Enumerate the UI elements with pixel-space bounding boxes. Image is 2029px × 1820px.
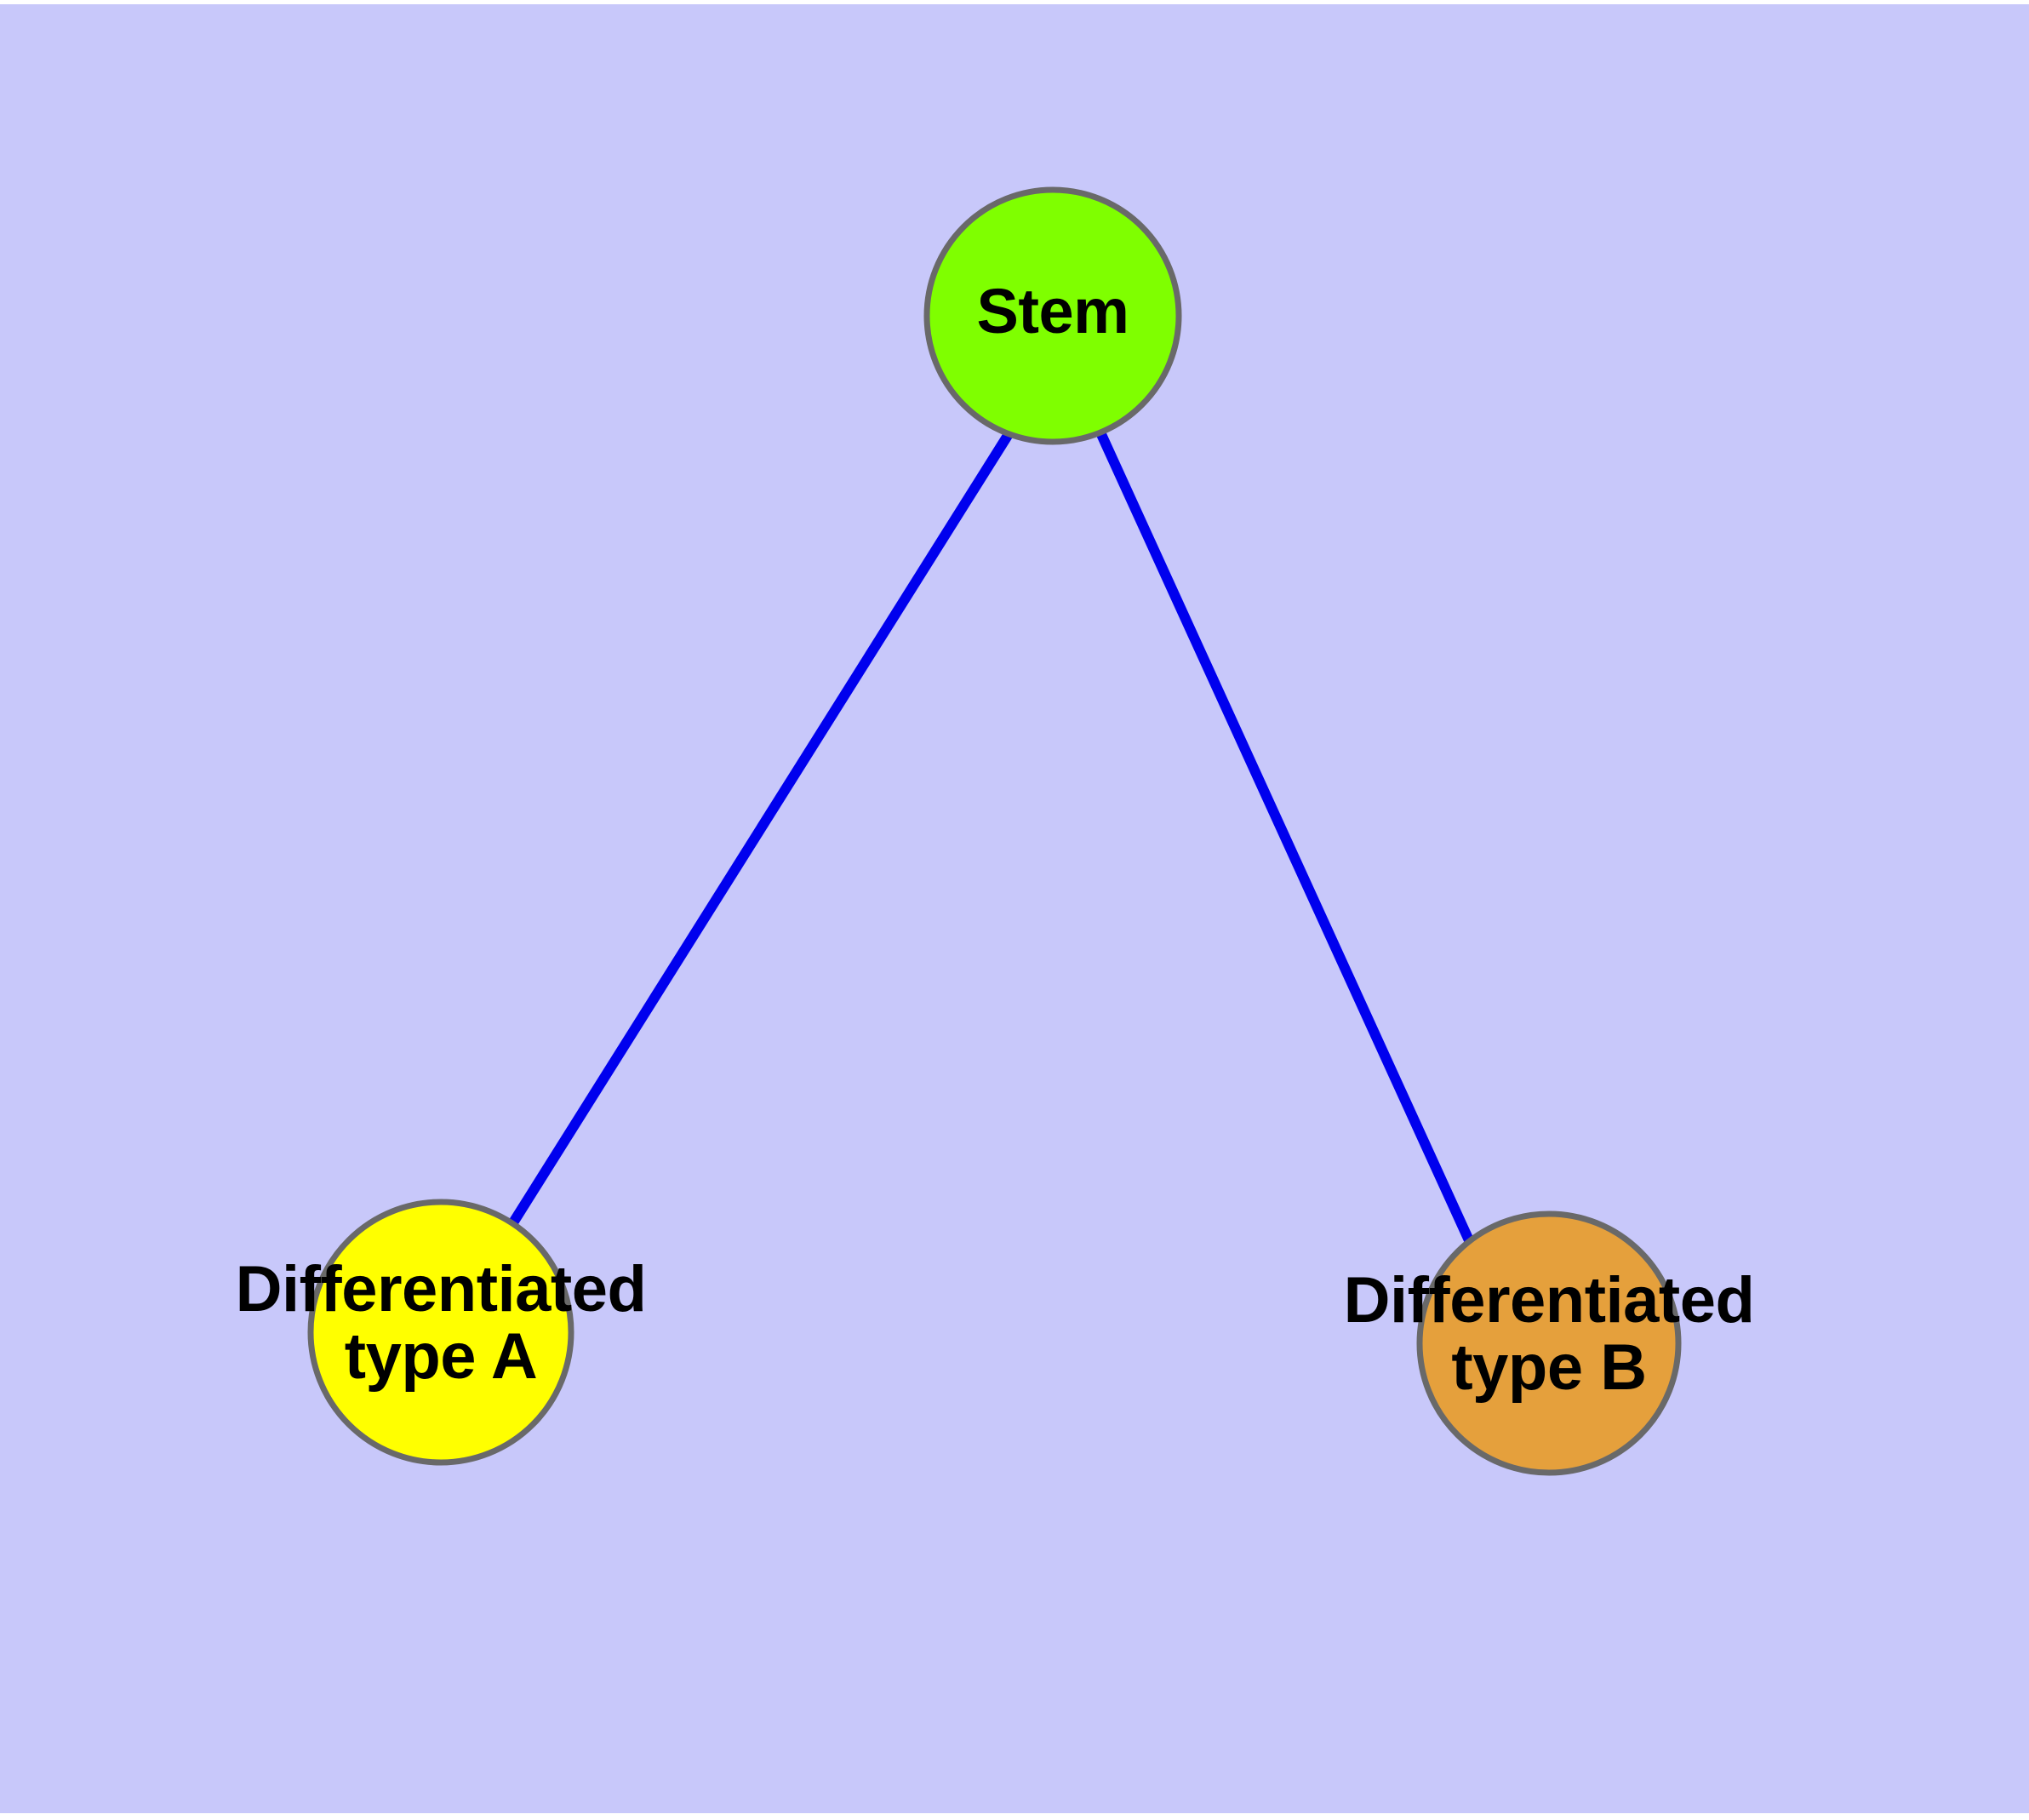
node-differentiated-type-a[interactable] [307,1199,574,1466]
diagram-plot-area: Stem Differentiated type A Differentiate… [0,4,2029,1813]
edge-stem-to-differentiated-type-a[interactable] [506,431,1014,1230]
edge-stem-to-differentiated-type-b[interactable] [1095,430,1474,1243]
node-layer [307,186,1682,1476]
node-differentiated-type-b[interactable] [1416,1210,1682,1476]
graph-svg [307,186,1682,1476]
edge-layer [506,430,1474,1243]
node-stem[interactable] [923,186,1182,445]
